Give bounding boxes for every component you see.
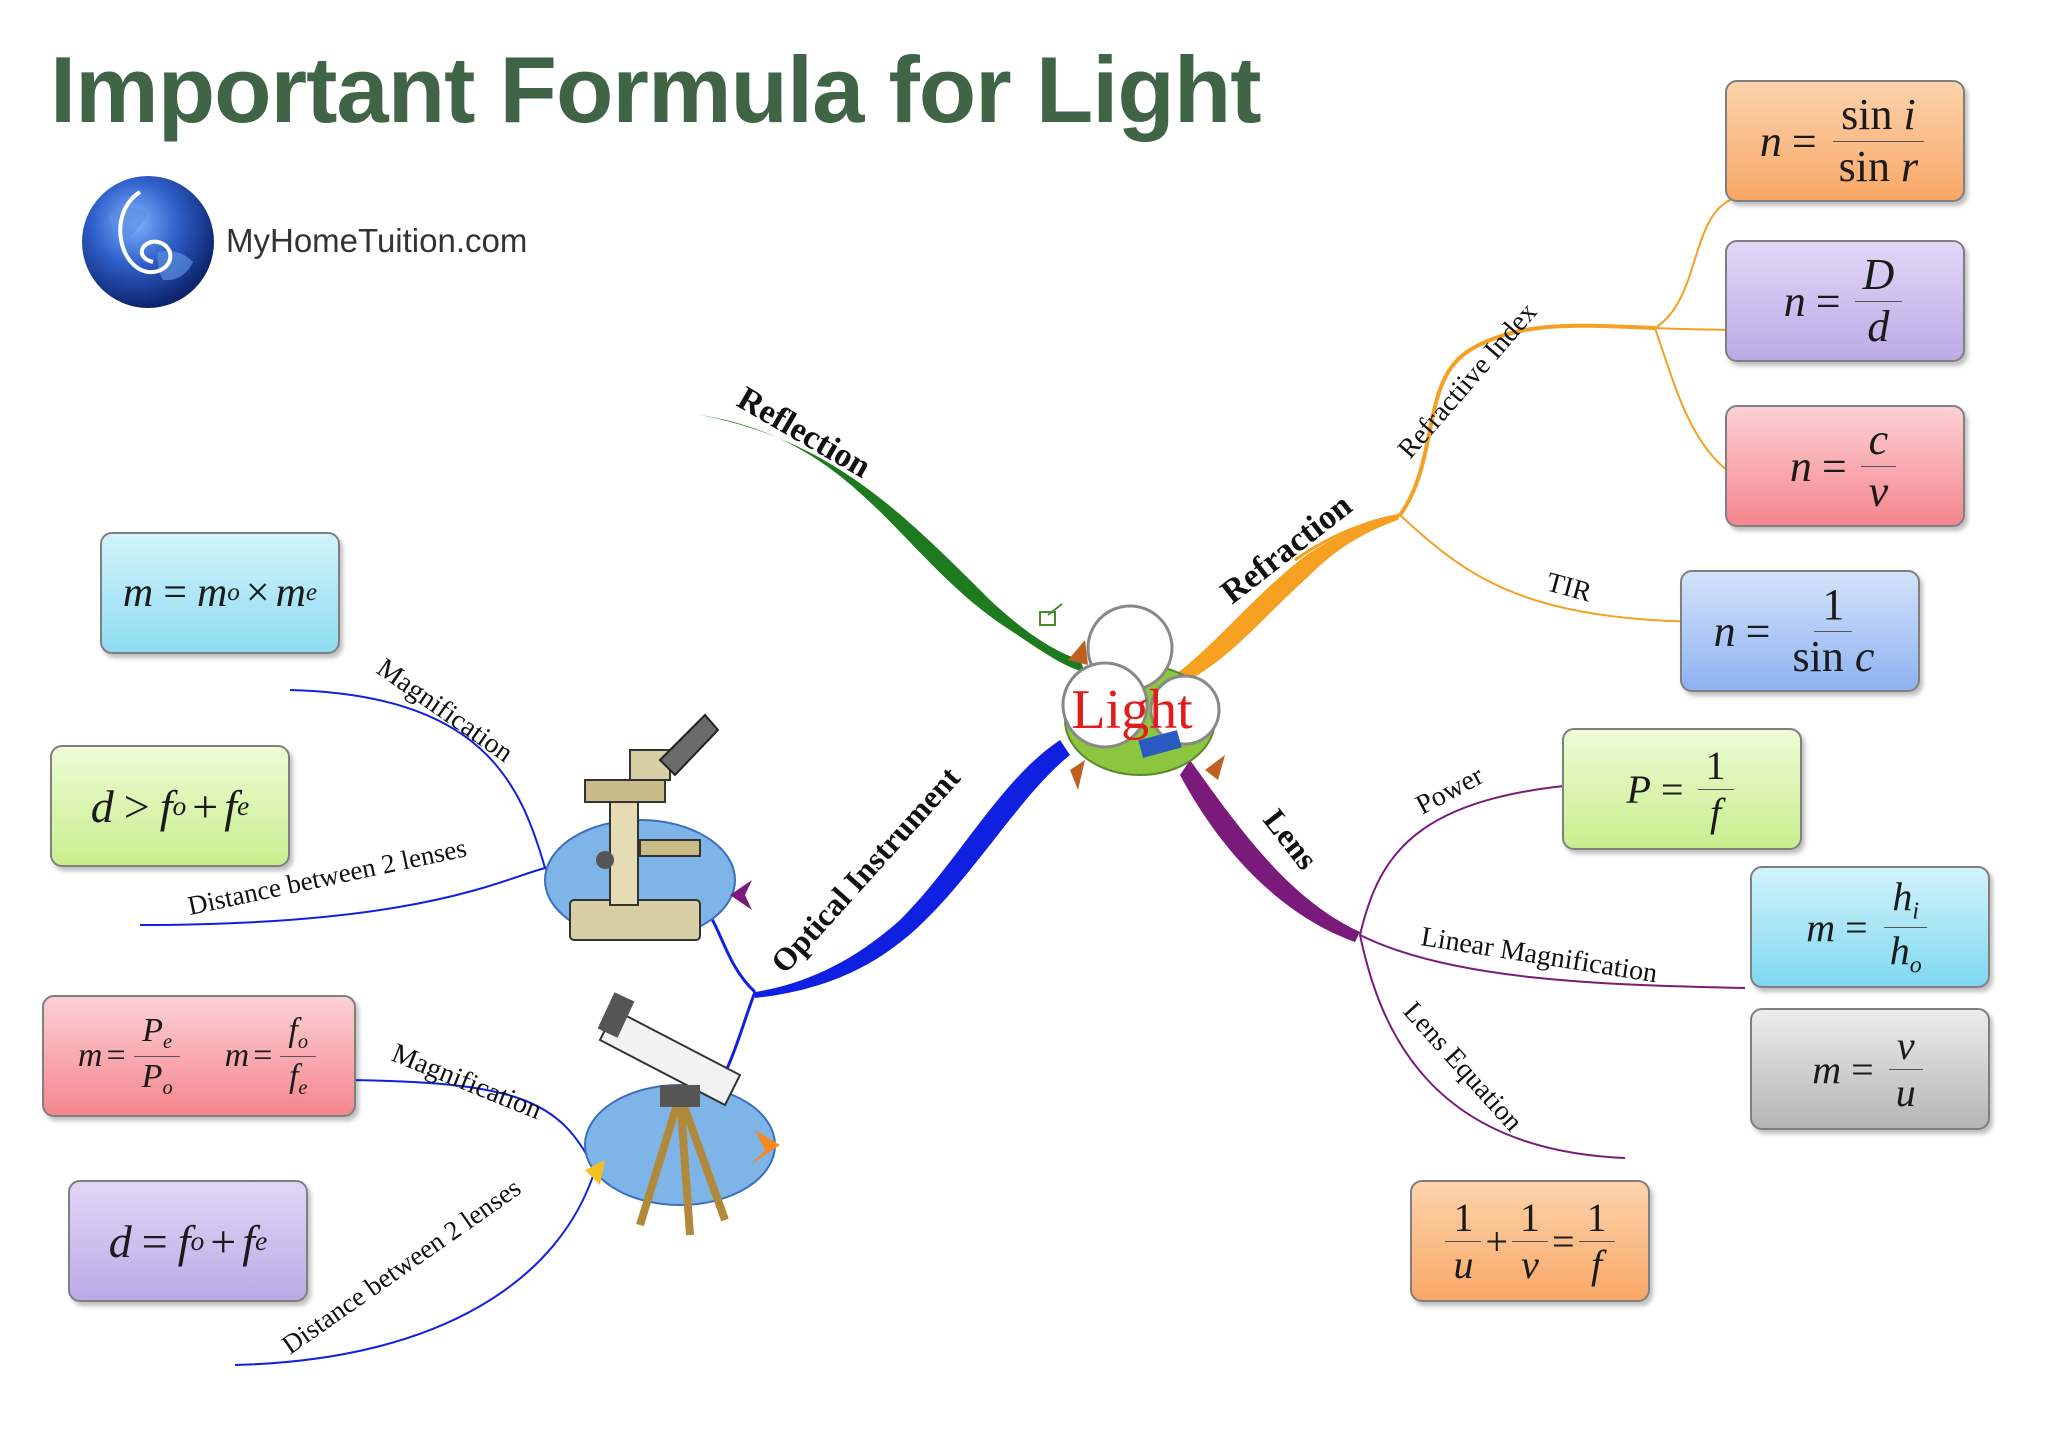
telescope-icon	[584, 992, 776, 1236]
label-linear-magnification: Linear Magnification	[1419, 921, 1660, 989]
label-distance-bottom: Distance between 2 lenses	[276, 1172, 526, 1360]
label-tir: TIR	[1543, 567, 1595, 609]
label-magnification-top: Magnification	[371, 652, 519, 768]
branch-lens	[1180, 760, 1360, 942]
center-light-node: Light	[1061, 604, 1221, 776]
center-label: Light	[1071, 679, 1193, 741]
branch-reflection	[700, 415, 1085, 672]
page-title: Important Formula for Light	[50, 37, 1262, 142]
microscope-icon	[544, 713, 736, 941]
branch-optical	[755, 740, 1070, 998]
site-name: MyHomeTuition.com	[226, 222, 528, 259]
branch-label-reflection: Reflection	[731, 380, 877, 486]
globe-logo-icon	[82, 176, 214, 308]
edit-icon	[1039, 603, 1063, 626]
branch-refraction	[1175, 515, 1400, 685]
label-power: Power	[1411, 760, 1489, 821]
label-refractive-index: Refractiive Index	[1392, 297, 1543, 465]
branch-label-optical: Optical Instrument	[763, 759, 967, 980]
branch-refraction-tail	[1294, 513, 1401, 562]
